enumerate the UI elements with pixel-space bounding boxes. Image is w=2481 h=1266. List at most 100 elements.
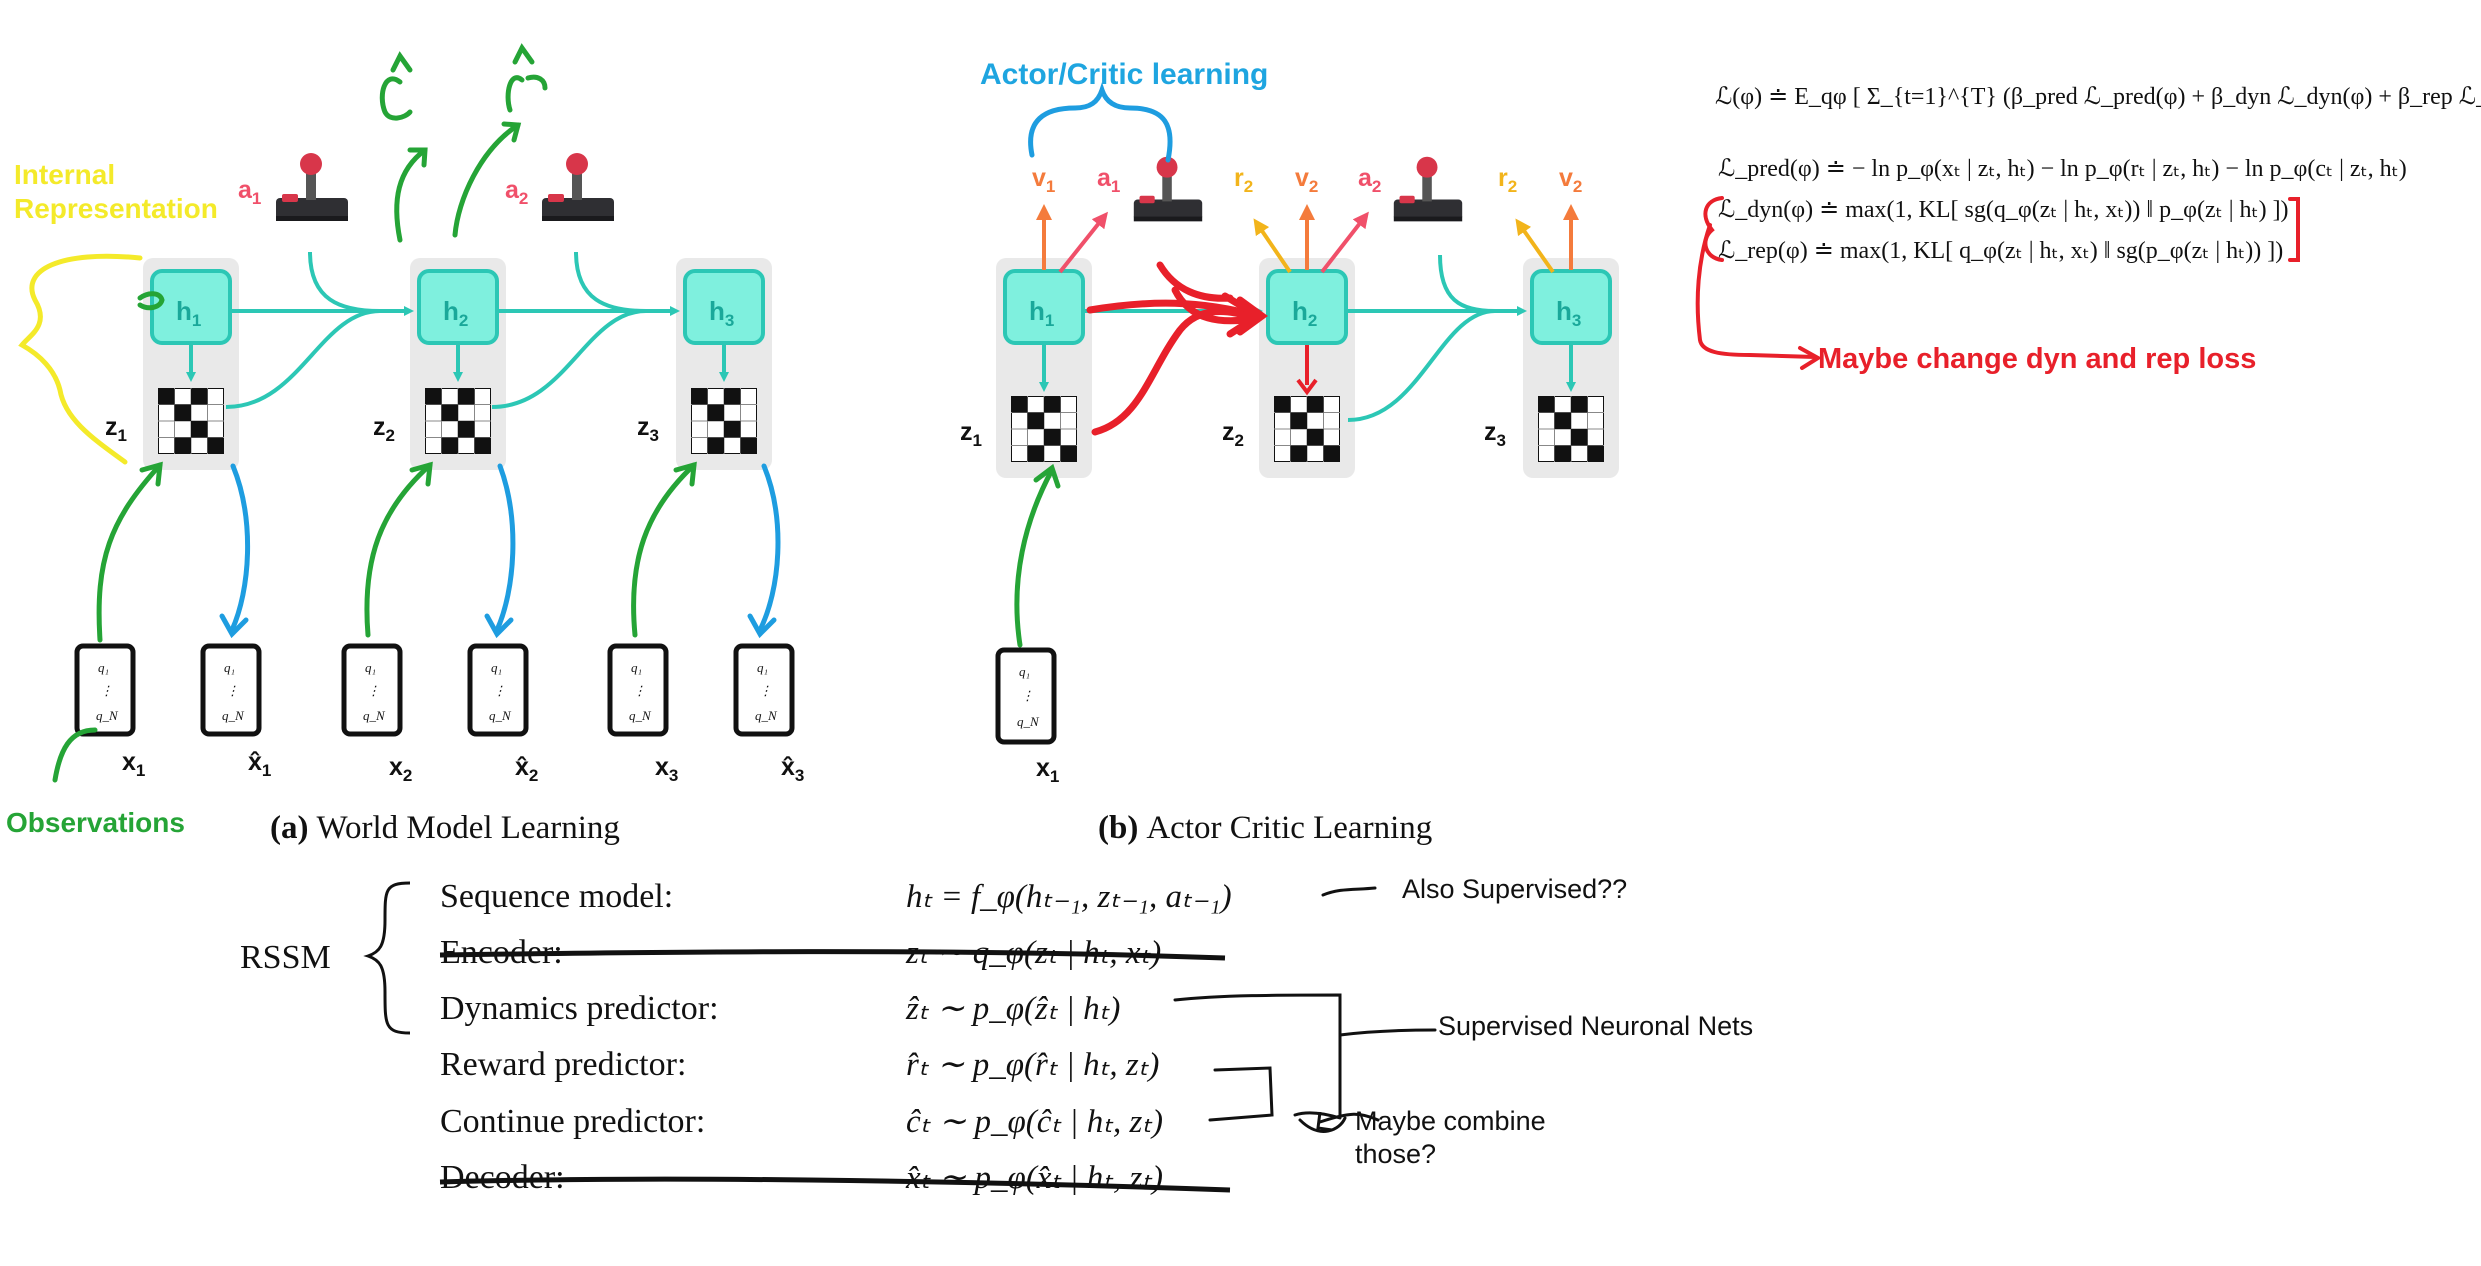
svg-text:h3: h3 [709,296,734,330]
internal-label-2: Representation [14,193,218,224]
svg-text:z1: z1 [960,418,982,450]
z-grid [691,388,757,454]
svg-text:a1: a1 [238,176,261,208]
reward-label: r [1498,164,1508,192]
z-grid [1274,396,1340,462]
caption-text: Actor Critic Learning [1146,810,1432,846]
pred-loss: ℒ_pred(φ) ≐ − ln p_φ(xₜ | zₜ, hₜ) − ln p… [1718,156,2407,182]
svg-text:q_N: q_N [1017,714,1040,729]
joystick-icon [276,153,348,221]
svg-text:x2: x2 [389,753,412,785]
z-label: z [637,413,650,441]
svg-text:x̂2: x̂2 [515,753,538,785]
internal-representation-strokes [18,253,143,465]
z-grid [1011,396,1077,462]
observations-label: Observations [6,807,185,838]
action-subscript: 2 [1372,177,1381,196]
sequence-model-name: Sequence model: [440,878,673,915]
z-subscript: 2 [1235,431,1244,450]
svg-text:a1: a1 [1097,164,1120,196]
reward-predictor-eq: r̂ₜ ∼ p_φ(r̂ₜ | hₜ, zₜ) [906,1047,1159,1083]
action-subscript: 2 [519,189,528,208]
decoder-eq: x̂ₜ ∼ p_φ(x̂ₜ | hₜ, zₜ) [905,1160,1163,1196]
z-grid [1538,396,1604,462]
h-label: h [443,296,459,326]
svg-text:(a)World Model Learning: (a)World Model Learning [270,810,620,846]
z-subscript: 3 [1497,431,1506,450]
h-node: h3 [683,269,765,345]
xhat-label: x̂ [515,753,529,781]
svg-text:q_N: q_N [755,708,778,723]
actor-critic-bracket [1028,82,1173,163]
z-label: z [105,413,118,441]
svg-text:⋮: ⋮ [759,683,772,698]
reconstruction-vector: q₁ ⋮ q_N [733,643,795,737]
z-label: z [373,413,386,441]
h-subscript: 3 [725,311,734,330]
observation-vector: q₁⋮q_N [607,643,669,737]
svg-text:v2: v2 [1295,164,1318,196]
joystick-icon [1393,156,1463,222]
x-subscript: 1 [1050,767,1059,786]
reward-subscript: 2 [1508,177,1517,196]
x-subscript: 1 [136,761,145,780]
h-label: h [1029,296,1045,326]
z-subscript: 2 [386,426,395,445]
z-subscript: 1 [973,431,982,450]
svg-text:r2: r2 [1234,164,1253,196]
maybe-change-label: Maybe change dyn and rep loss [1818,343,2256,375]
svg-text:q_N: q_N [96,708,119,723]
observation-vector: q₁⋮q_N [74,643,136,737]
svg-text:h2: h2 [1292,296,1317,330]
svg-text:x1: x1 [1036,754,1059,786]
svg-text:h1: h1 [176,296,201,330]
h-node: h2 [1266,269,1348,345]
z-grid [425,388,491,454]
observation-vector: q₁⋮q_N [341,643,403,737]
h-label: h [176,296,192,326]
sequence-model-eq: hₜ = f_φ(hₜ₋₁, zₜ₋₁, aₜ₋₁) [906,879,1232,915]
z-label: z [1222,418,1235,446]
value-label: v [1559,164,1573,192]
action-label: a [238,176,253,204]
h-label: h [709,296,725,326]
x-subscript: 2 [403,766,412,785]
action-label: a [505,176,520,204]
svg-text:x̂1: x̂1 [248,748,271,780]
value-subscript: 2 [1573,177,1582,196]
h-node: h1 [150,269,232,345]
svg-text:z2: z2 [1222,418,1244,450]
joystick-icon [1133,156,1203,222]
caption-text: World Model Learning [316,810,619,846]
value-subscript: 1 [1046,177,1055,196]
reward-label: r [1234,164,1244,192]
svg-text:⋮: ⋮ [226,683,239,698]
xhat-subscript: 1 [262,761,271,780]
svg-text:q_N: q_N [222,708,245,723]
h-label: h [1292,296,1308,326]
value-subscript: 2 [1309,177,1318,196]
h-node: h3 [1530,269,1612,345]
svg-text:q_N: q_N [629,708,652,723]
maybe-combine-line2: those? [1355,1139,1436,1169]
svg-text:⋮: ⋮ [100,683,113,698]
loss-equations: ℒ(φ) ≐ E_qφ [ Σ_{t=1}^{T} (β_pred ℒ_pred… [1695,84,2481,375]
xhat-subscript: 2 [529,766,538,785]
svg-text:q₁: q₁ [757,660,768,675]
reconstruction-vector: q₁⋮q_N [467,643,529,737]
svg-text:v1: v1 [1032,164,1055,196]
h-subscript: 3 [1572,311,1581,330]
x-label: x [1036,754,1050,782]
supervised-nets-label: Supervised Neuronal Nets [1438,1011,1753,1041]
observation-vector: q₁⋮q_N [995,647,1057,745]
rep-loss: ℒ_rep(φ) ≐ max(1, KL[ q_φ(zₜ | hₜ, xₜ) ‖… [1718,238,2283,264]
total-loss: ℒ(φ) ≐ E_qφ [ Σ_{t=1}^{T} (β_pred ℒ_pred… [1715,84,2481,110]
rssm-label: RSSM [240,939,331,976]
svg-text:q₁: q₁ [224,660,235,675]
svg-text:h1: h1 [1029,296,1054,330]
svg-text:z3: z3 [1484,418,1506,450]
h-node: h2 [417,269,499,345]
internal-label-1: Internal [14,159,115,190]
h-subscript: 1 [192,311,201,330]
